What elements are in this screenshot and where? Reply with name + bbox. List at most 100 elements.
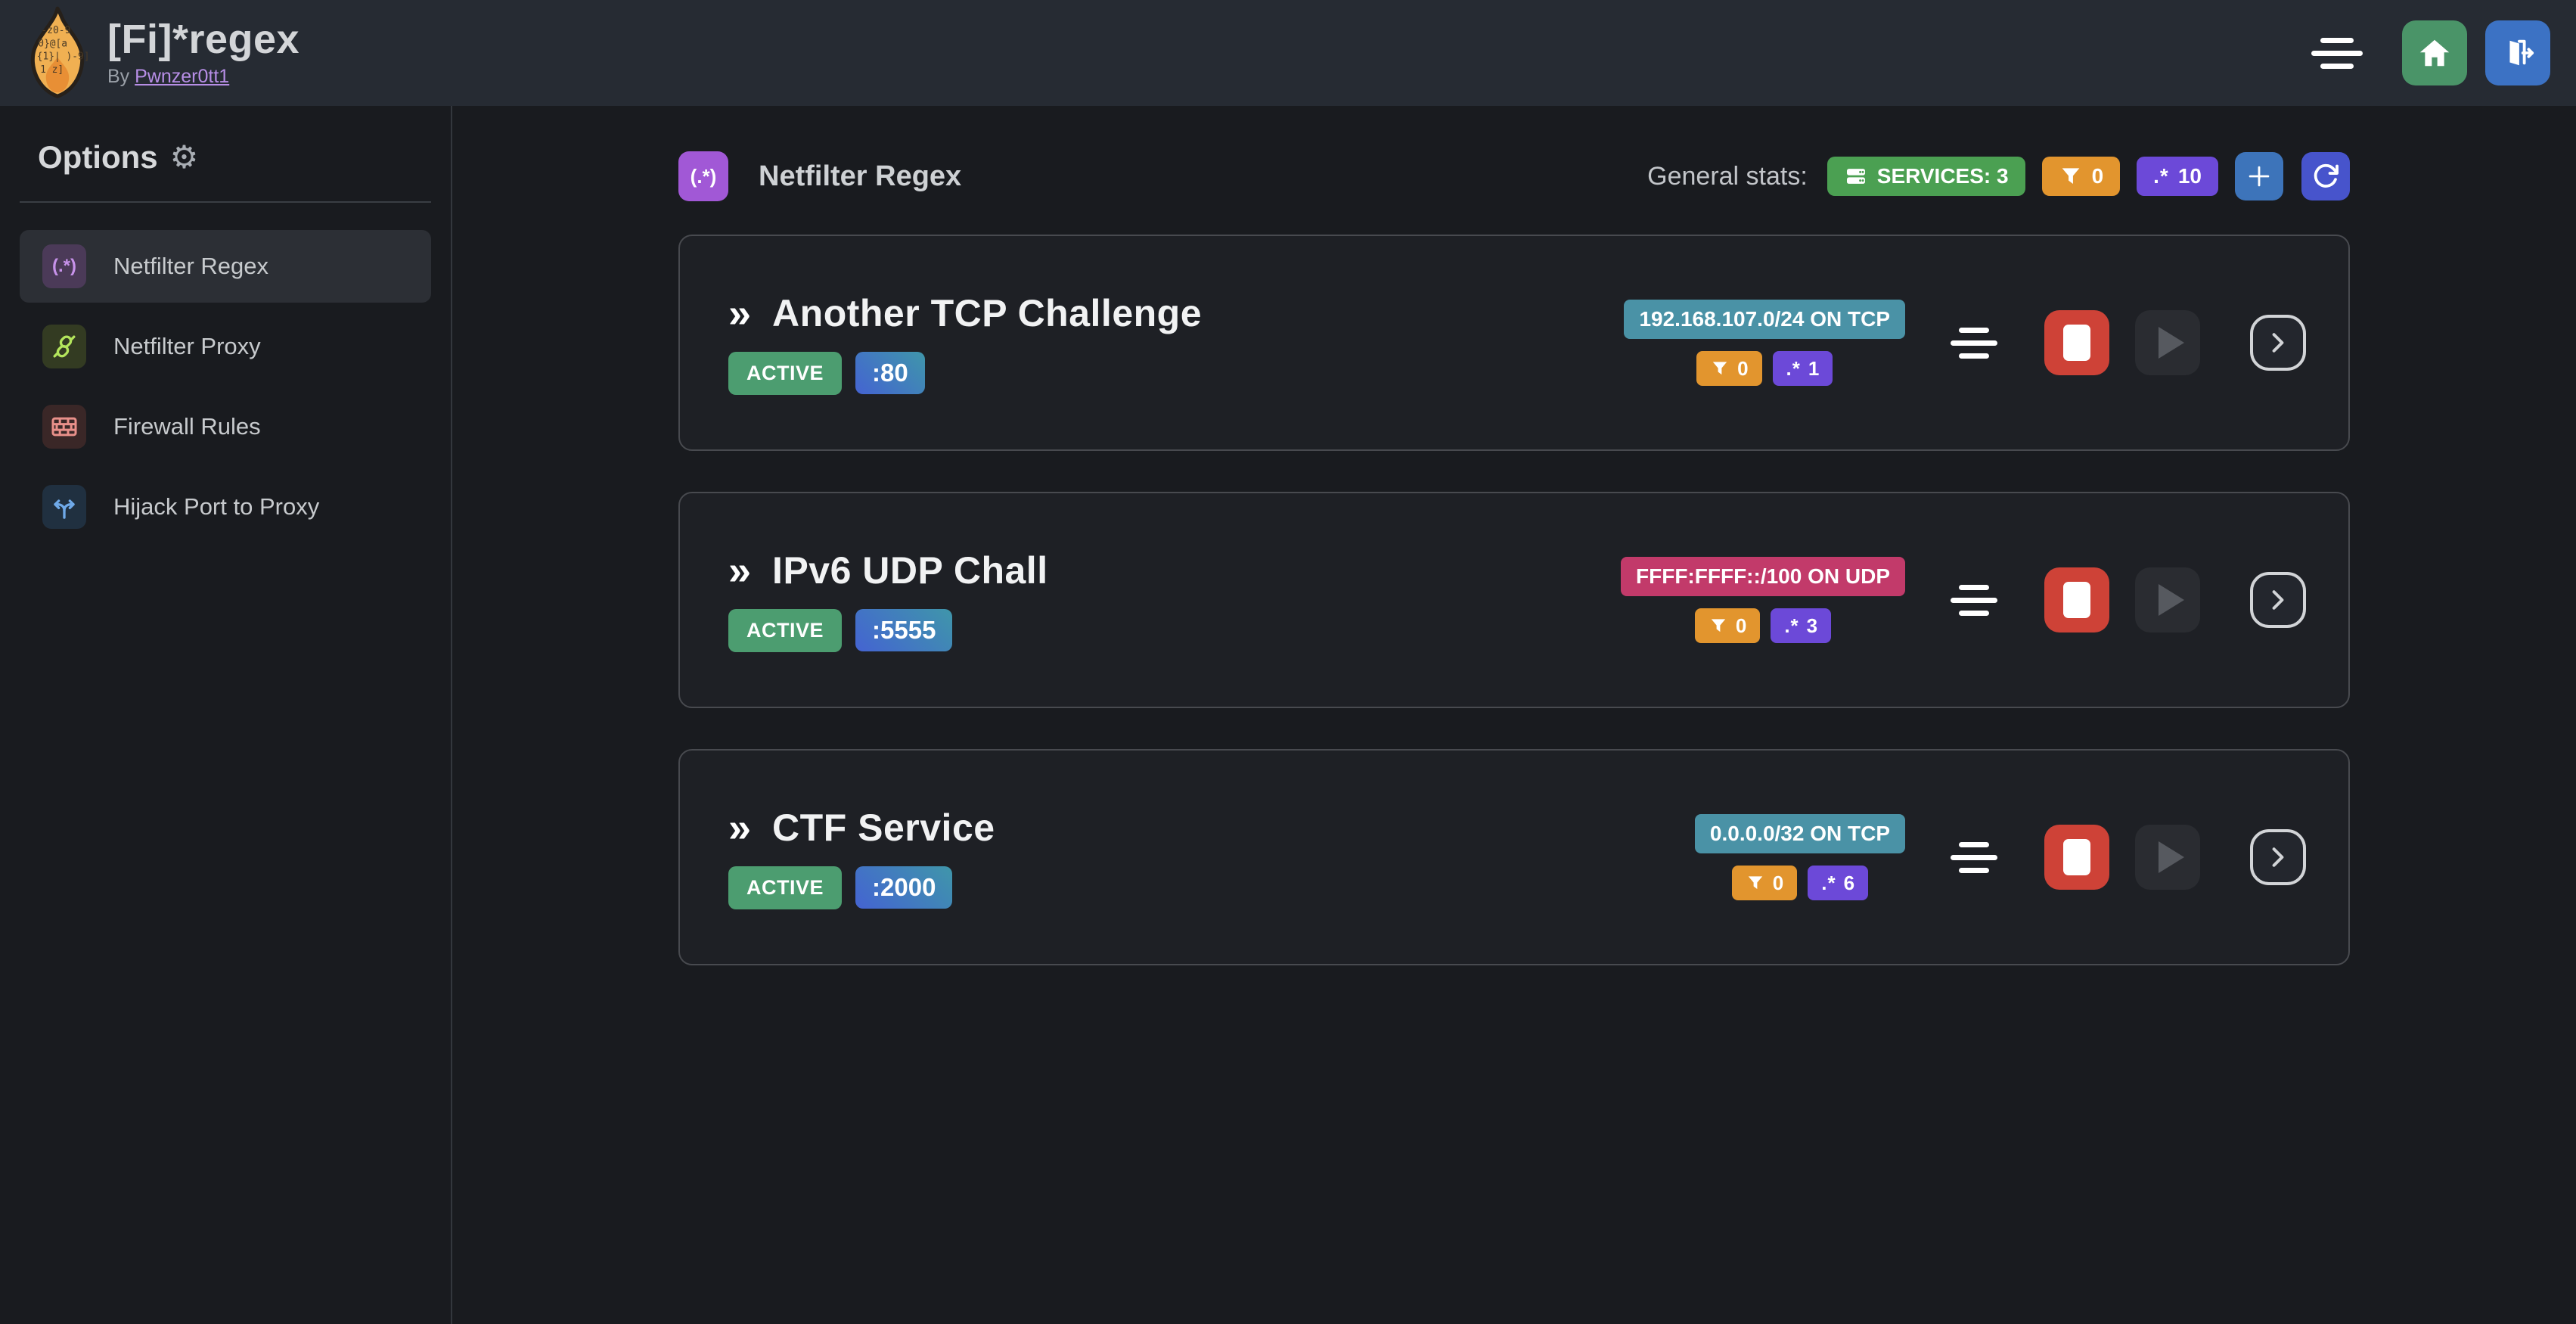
chevron-right-icon: [2272, 590, 2284, 610]
service-card: » Another TCP Challenge ACTIVE :80 192.1…: [678, 235, 2350, 451]
filter-icon: [1712, 362, 1727, 375]
service-menu-icon[interactable]: [1951, 327, 1997, 359]
regex-glyph-icon: .*: [1786, 356, 1801, 380]
sidebar-item-firewall-rules[interactable]: Firewall Rules: [20, 390, 431, 463]
split-arrows-icon: [42, 485, 86, 529]
service-card: » CTF Service ACTIVE :2000 0.0.0.0/32 ON…: [678, 749, 2350, 965]
open-service-button[interactable]: [2250, 829, 2306, 885]
service-menu-icon[interactable]: [1951, 841, 1997, 873]
refresh-icon: [2314, 163, 2339, 188]
logo-text: 0}@[a: [38, 38, 67, 49]
filters-count-badge: 0: [2041, 157, 2121, 196]
logout-button[interactable]: [2485, 20, 2550, 85]
sidebar: Options ⚙ (.*) Netfilter Regex: [0, 106, 452, 1324]
status-badge: ACTIVE: [728, 608, 843, 652]
sidebar-item-netfilter-proxy[interactable]: Netfilter Proxy: [20, 310, 431, 383]
service-regexes-badge: .* 6: [1808, 866, 1869, 900]
regex-glyph-icon: .*: [1784, 614, 1799, 637]
service-card-meta: 0.0.0.0/32 ON TCP 0 .* 6: [1694, 814, 1905, 900]
status-badge: ACTIVE: [728, 351, 843, 395]
start-service-button[interactable]: [2135, 825, 2200, 890]
author-link[interactable]: Pwnzer0tt1: [135, 65, 230, 87]
section-title: Netfilter Regex: [759, 160, 962, 192]
service-filters-badge: 0: [1694, 608, 1761, 643]
services-count-badge: SERVICES: 3: [1826, 157, 2025, 196]
section-header: (.*) Netfilter Regex General stats: SERV…: [678, 151, 2350, 201]
service-filters-badge: 0: [1696, 351, 1762, 386]
service-card-left: » CTF Service ACTIVE :2000: [728, 806, 995, 909]
logo-text: -z0-9: [42, 25, 71, 36]
start-service-button[interactable]: [2135, 310, 2200, 375]
main-area: (.*) Netfilter Regex General stats: SERV…: [452, 106, 2576, 1324]
sidebar-divider: [20, 201, 431, 203]
sidebar-item-hijack-port[interactable]: Hijack Port to Proxy: [20, 471, 431, 543]
play-icon: [2159, 841, 2184, 873]
open-service-button[interactable]: [2250, 572, 2306, 628]
gear-icon: ⚙: [169, 139, 199, 175]
service-card-list: » Another TCP Challenge ACTIVE :80 192.1…: [678, 235, 2350, 965]
service-card-meta: 192.168.107.0/24 ON TCP 0 .* 1: [1624, 300, 1905, 386]
regexes-count-badge: .* 10: [2137, 157, 2218, 196]
general-stats-label: General stats:: [1647, 161, 1808, 191]
cidr-badge: FFFF:FFFF::/100 ON UDP: [1621, 557, 1905, 596]
service-name: IPv6 UDP Chall: [772, 549, 1048, 592]
sidebar-item-netfilter-regex[interactable]: (.*) Netfilter Regex: [20, 230, 431, 303]
sidebar-title: Options: [38, 139, 158, 175]
byline-prefix: By: [107, 65, 130, 87]
stop-service-button[interactable]: [2044, 567, 2109, 632]
open-service-button[interactable]: [2250, 315, 2306, 371]
home-button[interactable]: [2402, 20, 2467, 85]
stop-icon: [2063, 582, 2090, 618]
content-row: Options ⚙ (.*) Netfilter Regex: [0, 106, 2576, 1324]
stop-icon: [2063, 839, 2090, 875]
service-menu-icon[interactable]: [1951, 584, 1997, 616]
brick-wall-icon: [42, 405, 86, 449]
double-chevron-icon: »: [728, 290, 752, 336]
service-card-meta: FFFF:FFFF::/100 ON UDP 0 .* 3: [1621, 557, 1905, 643]
sidebar-item-label: Netfilter Proxy: [113, 333, 261, 359]
service-card-left: » IPv6 UDP Chall ACTIVE :5555: [728, 549, 1048, 652]
start-service-button[interactable]: [2135, 567, 2200, 632]
regex-icon: (.*): [42, 244, 86, 288]
regex-glyph-icon: .*: [1821, 871, 1836, 894]
stop-icon: [2063, 325, 2090, 361]
header-menu-icon[interactable]: [2311, 37, 2363, 69]
regex-glyph-icon: .*: [2153, 164, 2169, 188]
port-badge: :2000: [855, 866, 953, 909]
port-badge: :5555: [855, 609, 953, 651]
sidebar-nav: (.*) Netfilter Regex Netfilter Proxy: [0, 230, 451, 543]
chevron-right-icon: [2272, 333, 2284, 353]
cidr-badge: 0.0.0.0/32 ON TCP: [1694, 814, 1905, 853]
filter-icon: [1711, 619, 1726, 632]
logo-text: {1}| )-9]: [37, 51, 90, 63]
status-badge: ACTIVE: [728, 866, 843, 909]
app-header: -z0-9 0}@[a {1}| )-9] 1 z] [Fi]*regex By…: [0, 0, 2576, 106]
double-chevron-icon: »: [728, 547, 752, 593]
play-icon: [2159, 327, 2184, 359]
plus-icon: [2249, 166, 2270, 187]
add-service-button[interactable]: [2235, 152, 2283, 200]
service-regexes-badge: .* 1: [1772, 351, 1833, 386]
logout-icon: [2509, 39, 2534, 66]
service-name: Another TCP Challenge: [772, 291, 1203, 334]
stop-service-button[interactable]: [2044, 310, 2109, 375]
sidebar-item-label: Firewall Rules: [113, 413, 261, 440]
byline: By Pwnzer0tt1: [107, 66, 299, 88]
server-icon: [1846, 169, 1865, 184]
double-chevron-icon: »: [728, 804, 752, 850]
service-filters-badge: 0: [1731, 866, 1798, 900]
plugs-icon: [42, 325, 86, 368]
filter-icon: [1748, 876, 1763, 890]
regex-section-icon: (.*): [678, 151, 728, 201]
app-title: [Fi]*regex: [107, 16, 300, 62]
sidebar-item-label: Netfilter Regex: [113, 253, 269, 279]
refresh-button[interactable]: [2301, 152, 2350, 200]
play-icon: [2159, 584, 2184, 616]
logo-text: 1 z]: [40, 64, 64, 76]
sidebar-item-label: Hijack Port to Proxy: [113, 493, 320, 520]
sidebar-title-row: Options ⚙: [0, 139, 451, 176]
service-name: CTF Service: [772, 806, 995, 849]
stop-service-button[interactable]: [2044, 825, 2109, 890]
flame-logo-icon: -z0-9 0}@[a {1}| )-9] 1 z]: [23, 5, 92, 101]
